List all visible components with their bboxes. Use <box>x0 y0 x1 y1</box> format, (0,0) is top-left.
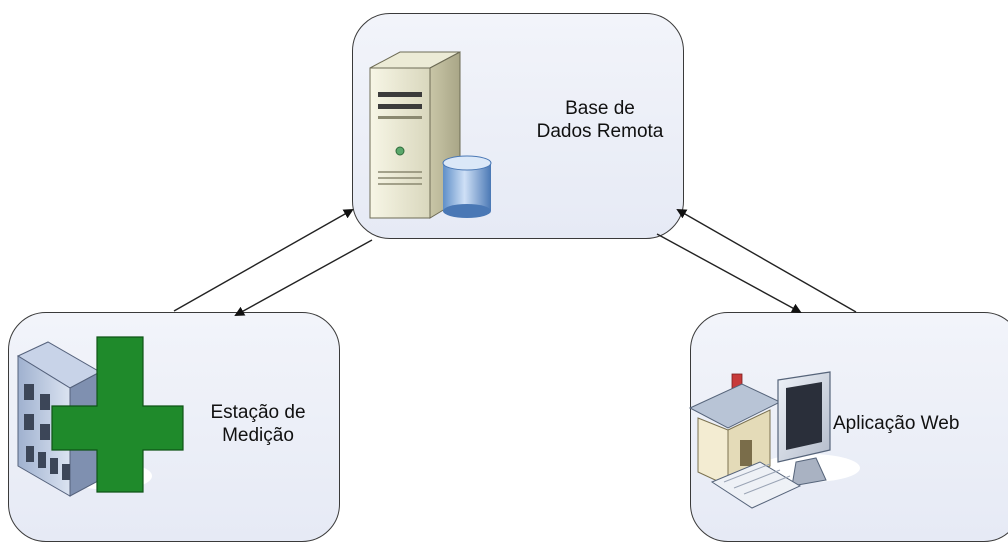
edge-database-to-station <box>234 239 373 316</box>
station-label-line-2: Medição <box>222 425 294 446</box>
database-label-line-2: Dados Remota <box>536 121 664 142</box>
server-database-icon <box>369 51 492 219</box>
database-node-label: Base de Dados Remota <box>505 97 695 143</box>
database-label-line-1: Base de <box>565 98 635 119</box>
hospital-building-icon <box>16 336 184 497</box>
station-label-line-1: Estação de <box>210 402 306 423</box>
edge-database-to-web <box>656 233 802 313</box>
web-node-label: Aplicação Web <box>833 412 1008 435</box>
web-label-line-1: Aplicação Web <box>833 413 960 434</box>
home-computer-icon <box>688 371 860 509</box>
edge-web-to-database <box>676 209 857 313</box>
station-node-label: Estação de Medição <box>193 401 323 447</box>
edge-station-to-database <box>173 209 354 312</box>
